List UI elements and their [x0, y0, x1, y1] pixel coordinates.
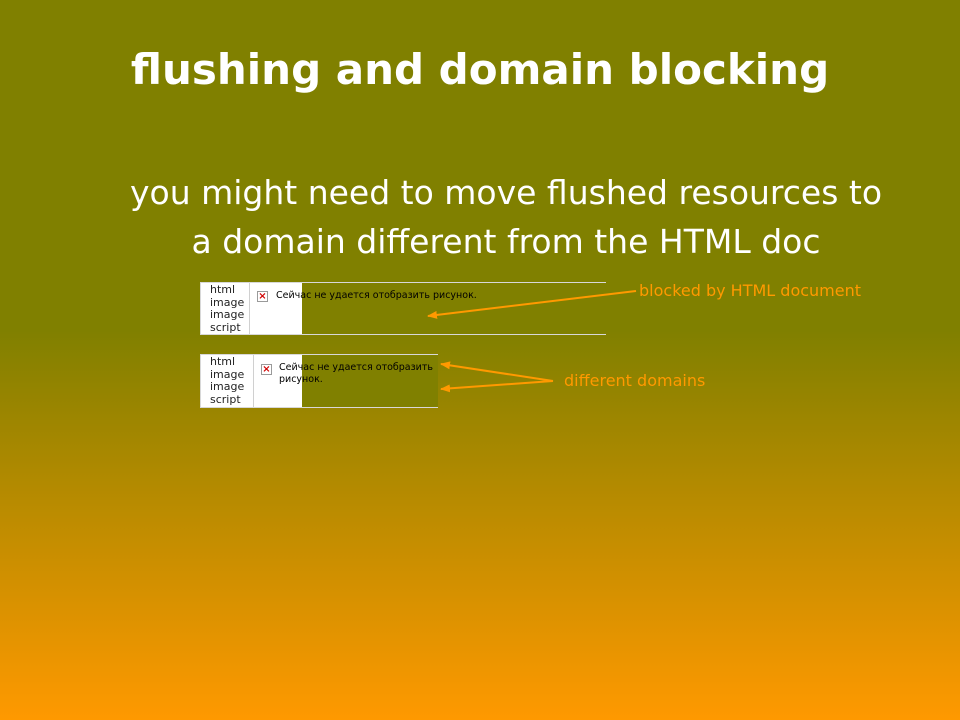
broken-image-icon: ×: [261, 364, 272, 375]
arrow-blocked: [427, 290, 637, 319]
broken-image-text-line-2: рисунок.: [279, 374, 323, 385]
row-label: image: [210, 308, 245, 321]
row-label: script: [210, 392, 241, 406]
arrow-different-1: [440, 361, 554, 382]
broken-image-icon: ×: [257, 291, 268, 302]
broken-image-text-line-1: Сейчас не удается отобразить: [279, 362, 433, 373]
callout-different-domains: different domains: [564, 371, 706, 390]
waterfall-2-separator: [253, 355, 254, 407]
waterfall-1-timeline-fill: [302, 283, 606, 334]
body-line-2: a domain different from the HTML doc: [191, 222, 821, 261]
slide-title: flushing and domain blocking: [130, 45, 830, 94]
waterfall-1-separator: [249, 283, 250, 334]
waterfall-2-labels: html image image script: [201, 355, 253, 407]
row-label: image: [210, 380, 245, 393]
row-label: html: [210, 355, 236, 368]
waterfall-1-labels: html image image script: [201, 283, 249, 334]
arrow-different-2: [440, 380, 554, 393]
slide-body: you might need to move flushed resources…: [0, 168, 960, 266]
callout-blocked: blocked by HTML document: [639, 281, 862, 300]
row-label: image: [210, 295, 245, 309]
body-line-1: you might need to move flushed resources…: [129, 173, 883, 212]
broken-image-text: Сейчас не удается отобразить рисунок.: [276, 290, 477, 301]
waterfall-2-timeline-fill: [302, 355, 438, 407]
waterfall-diagram-1: html image image script × Сейчас не удае…: [200, 282, 606, 335]
row-label: html: [210, 283, 236, 296]
waterfall-diagram-2: html image image script × Сейчас не удае…: [200, 354, 438, 408]
row-label: image: [210, 367, 245, 381]
row-label: script: [210, 320, 241, 334]
broken-image-text: Сейчас не удается отобразить рисунок.: [279, 362, 433, 386]
